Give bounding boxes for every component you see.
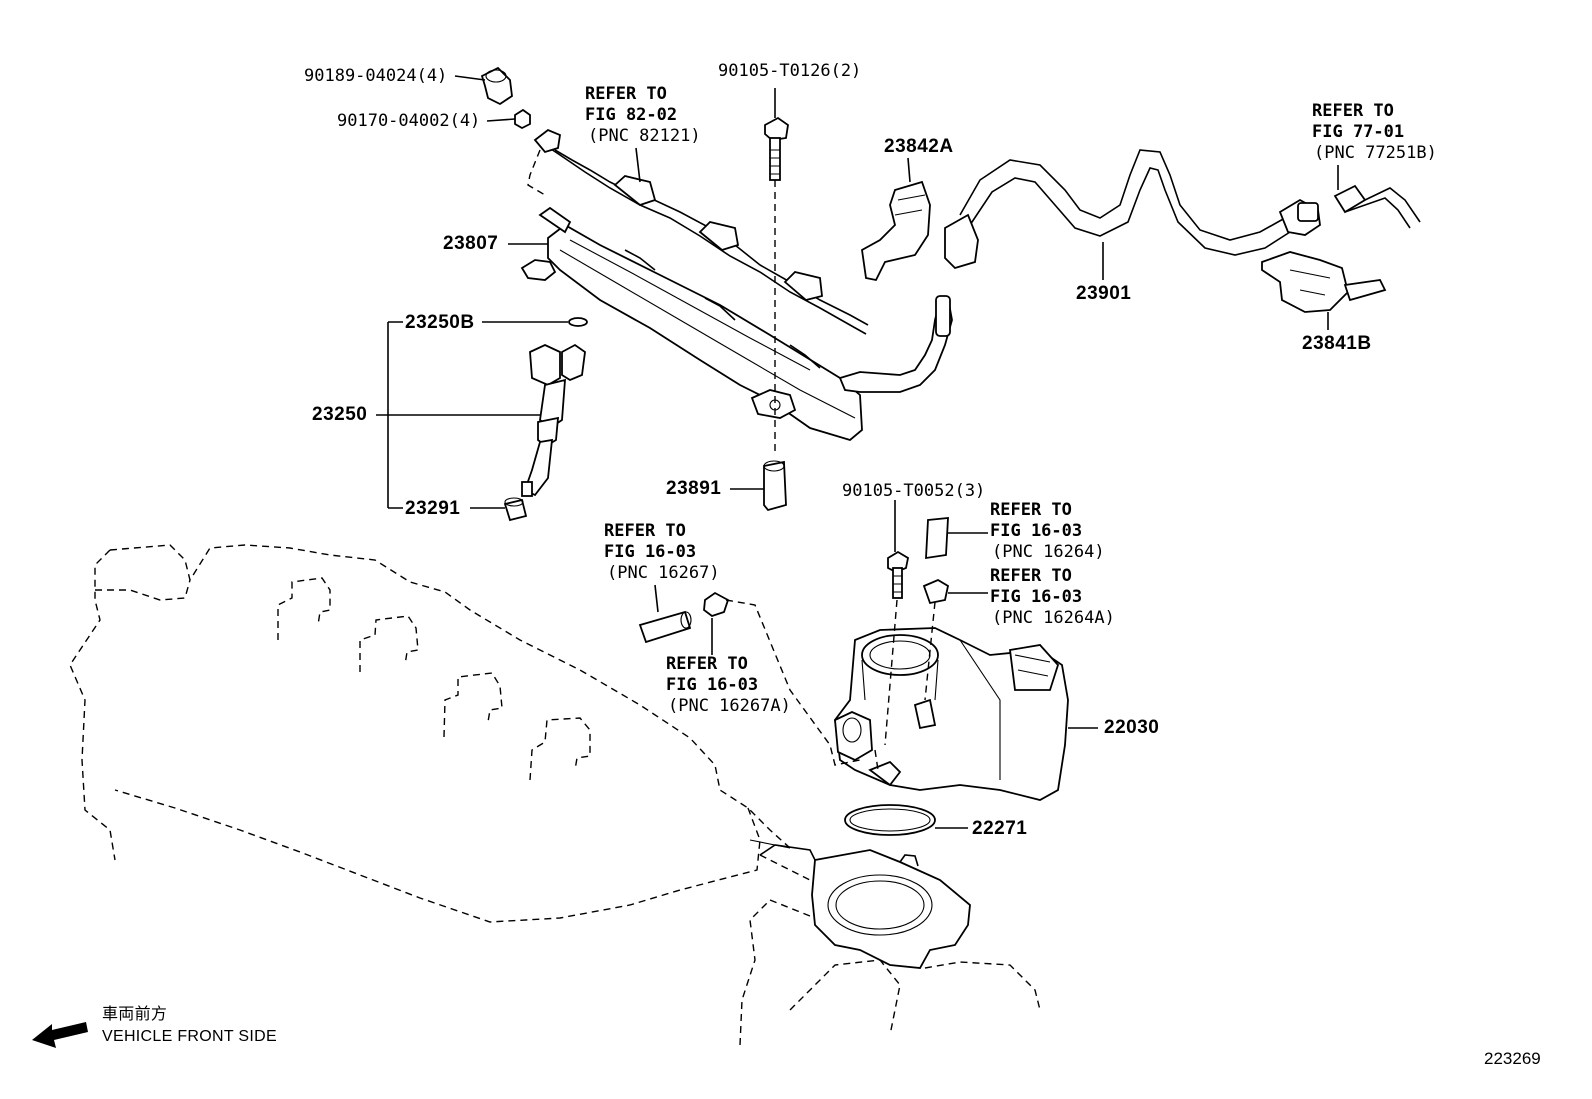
- refer-16267-line2: FIG 16-03: [604, 542, 697, 562]
- hose-16264: [922, 516, 950, 701]
- hose-16267: [638, 591, 861, 766]
- refer-82-02-line3: (PNC 82121): [588, 126, 701, 146]
- front-arrow-icon: [32, 1022, 88, 1048]
- injector-23250: [521, 343, 586, 497]
- gasket-22271: [844, 804, 936, 836]
- label-22271: 22271: [972, 818, 1028, 839]
- seal-23291: [503, 497, 528, 522]
- refer-16264A-line3: (PNC 16264A): [992, 608, 1115, 628]
- refer-16264-line2: FIG 16-03: [990, 521, 1083, 541]
- label-23250B: 23250B: [405, 312, 475, 333]
- refer-16267A-line3: (PNC 16267A): [668, 696, 791, 716]
- label-23250: 23250: [312, 404, 368, 425]
- label-23891: 23891: [666, 478, 722, 499]
- refer-16264-line3: (PNC 16264): [992, 542, 1105, 562]
- label-22030: 22030: [1104, 717, 1160, 738]
- refer-77-01-line2: FIG 77-01: [1312, 122, 1405, 142]
- refer-16267-line3: (PNC 16267): [607, 563, 720, 583]
- vehicle-front-label-jp: 車両前方: [102, 1006, 168, 1023]
- label-23807: 23807: [443, 233, 499, 254]
- o-ring-23250B: [568, 317, 588, 327]
- refer-16264A-line1: REFER TO: [990, 566, 1072, 586]
- refer-82-02-line2: FIG 82-02: [585, 105, 678, 125]
- bolt-90105-T0052: [884, 550, 910, 746]
- refer-16264A-line2: FIG 16-03: [990, 587, 1083, 607]
- leader-lines: [376, 75, 1339, 829]
- bracket-23842A: [861, 180, 931, 282]
- label-90105-T0052: 90105-T0052(3): [842, 481, 986, 501]
- fuel-hose-23901: [944, 149, 1421, 270]
- refer-77-01-line1: REFER TO: [1312, 101, 1394, 121]
- label-90170-04002: 90170-04002(4): [337, 111, 481, 131]
- bracket-23841B: [1261, 251, 1387, 313]
- manifold-flange: [749, 839, 971, 969]
- wire-harness: [527, 128, 869, 335]
- label-90189-04024: 90189-04024(4): [304, 66, 448, 86]
- refer-16267A-line2: FIG 16-03: [666, 675, 759, 695]
- label-23901: 23901: [1076, 283, 1132, 304]
- vehicle-front-label-en: VEHICLE FRONT SIDE: [102, 1028, 277, 1045]
- label-90105-T0126: 90105-T0126(2): [718, 61, 862, 81]
- refer-16264-line1: REFER TO: [990, 500, 1072, 520]
- bolt-90105-T0126: [764, 116, 789, 455]
- refer-16267A-line1: REFER TO: [666, 654, 748, 674]
- refer-77-01-line3: (PNC 77251B): [1314, 143, 1437, 163]
- nut-90170: [514, 108, 531, 130]
- label-23842A: 23842A: [884, 136, 954, 157]
- clamp-90189: [480, 66, 513, 106]
- label-23291: 23291: [405, 498, 461, 519]
- refer-16267-line1: REFER TO: [604, 521, 686, 541]
- spacer-23891: [763, 460, 787, 512]
- label-23841B: 23841B: [1302, 333, 1372, 354]
- refer-82-02-line1: REFER TO: [585, 84, 667, 104]
- fuel-rail-23807: [520, 206, 953, 442]
- throttle-body-22030: [834, 627, 1069, 801]
- engine-outline: [69, 544, 1041, 1046]
- figure-number: 223269: [1484, 1049, 1541, 1068]
